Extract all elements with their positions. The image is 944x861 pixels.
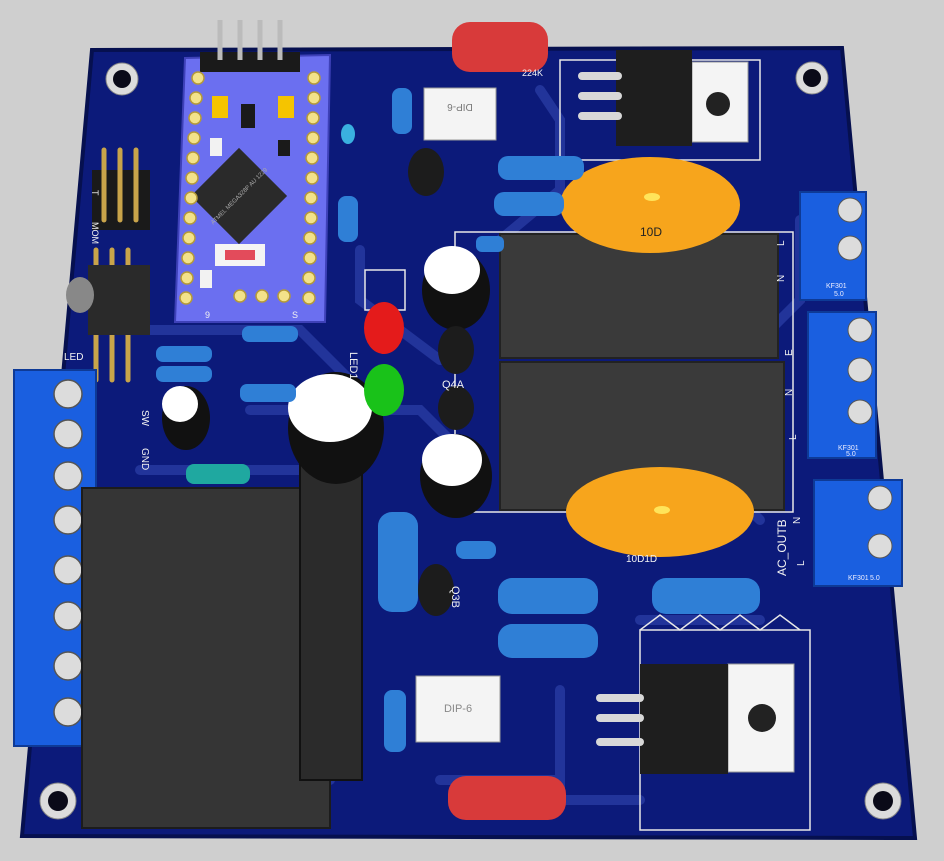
label-pin-l1: L bbox=[776, 240, 787, 246]
label-kf-2b: 5.0 bbox=[846, 451, 856, 458]
led-red bbox=[364, 302, 404, 354]
terminal-blocks-right bbox=[799, 191, 903, 587]
transistors bbox=[408, 148, 474, 616]
label-cap-top: 224K bbox=[522, 68, 543, 78]
leds bbox=[341, 124, 404, 416]
film-capacitors bbox=[448, 22, 566, 820]
label-pin-l2: L bbox=[788, 434, 799, 440]
silkscreen-labels: LED1 LED Q4A Q3B AC_OUTB SW GND DIP-6 DI… bbox=[64, 68, 880, 715]
label-kf-2: KF301 bbox=[838, 445, 859, 452]
label-dip6-bottom: DIP-6 bbox=[444, 703, 472, 715]
varistors bbox=[560, 157, 754, 557]
label-hdr-s: S bbox=[292, 310, 298, 320]
label-mov-2: 10D1D bbox=[626, 554, 657, 565]
label-hdr-mom: MOM bbox=[90, 222, 100, 244]
resistors bbox=[156, 88, 760, 752]
mounting-holes bbox=[39, 61, 902, 820]
arduino-pro-mini: ATMEL MEGA328P AU 1229 bbox=[173, 20, 332, 323]
label-kf-3: KF301 bbox=[848, 575, 869, 582]
electrolytic-capacitors bbox=[162, 246, 492, 518]
label-pin-n3: N bbox=[792, 517, 803, 524]
voltage-regulators bbox=[578, 50, 795, 774]
label-gnd: GND bbox=[139, 448, 150, 470]
label-hdr-9: 9 bbox=[205, 310, 210, 320]
left-pin-headers bbox=[66, 147, 150, 383]
label-led: LED bbox=[64, 352, 83, 363]
label-pin-n2: N bbox=[784, 389, 795, 396]
label-kf-3b: 5.0 bbox=[870, 575, 880, 582]
label-ac-outb: AC_OUTB bbox=[775, 519, 789, 576]
arduino-top-header bbox=[200, 52, 300, 72]
relays bbox=[81, 233, 785, 829]
label-kf-1b: 5.0 bbox=[834, 291, 844, 298]
optocouplers bbox=[415, 87, 501, 743]
led-green bbox=[364, 364, 404, 416]
atmega-chip bbox=[190, 147, 288, 245]
label-dip6-top: DIP-6 bbox=[447, 101, 473, 112]
label-sw: SW bbox=[139, 410, 150, 427]
label-kf-1: KF301 bbox=[826, 283, 847, 290]
label-q3b: Q3B bbox=[449, 586, 461, 608]
label-mov: 10D bbox=[640, 225, 662, 239]
label-pin-e: E bbox=[784, 349, 795, 356]
label-pin-l3: L bbox=[796, 560, 807, 566]
label-hdr-top: T bbox=[90, 190, 100, 196]
label-led1: LED1 bbox=[347, 352, 359, 380]
label-q4a: Q4A bbox=[442, 379, 465, 391]
label-pin-n1: N bbox=[776, 275, 787, 282]
arduino-pin-pads bbox=[179, 71, 321, 305]
